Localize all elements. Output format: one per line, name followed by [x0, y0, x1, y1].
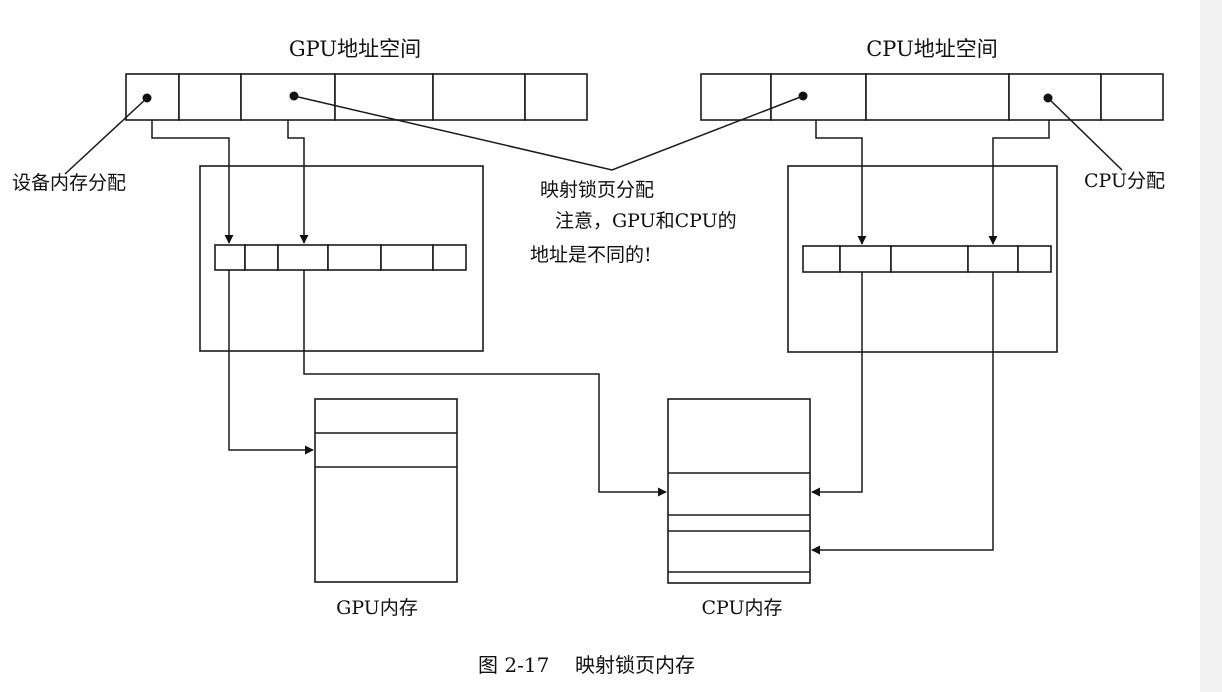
gpu-table-to-cpu-memory-arrow — [303, 270, 667, 497]
figure-title: 映射锁页内存 — [575, 653, 695, 677]
device-alloc-pointer-line — [64, 97, 148, 175]
device-alloc-label: 设备内存分配 — [12, 172, 126, 194]
page-edge — [1200, 0, 1222, 692]
figure-number: 图 2-17 — [478, 653, 549, 677]
cpu-address-to-table-arrow — [988, 120, 1050, 245]
gpu-page-table-row — [214, 244, 467, 271]
cpu-address-cell — [1100, 73, 1164, 121]
note-line-1: 注意，GPU和CPU的 — [555, 210, 737, 232]
cpu-page-table-cell — [802, 245, 841, 273]
gpu-page-table-cell — [380, 244, 434, 271]
cpu-address-space-title: CPU地址空间 — [866, 37, 998, 61]
gpu-address-cell — [432, 73, 526, 121]
cpu-address-space-bar — [700, 73, 1164, 121]
gpu-address-space-title: GPU地址空间 — [289, 37, 421, 61]
gpu-address-space-bar — [125, 73, 588, 121]
cpu-page-table-cell — [839, 245, 892, 273]
gpu-page-table-cell — [244, 244, 279, 271]
cpu-table-to-cpu-memory-arrow — [811, 272, 863, 497]
cpu-address-cell — [1008, 73, 1102, 121]
gpu-page-table-cell — [327, 244, 382, 271]
cpu-page-table-cell — [890, 245, 969, 273]
gpu-address-cell — [240, 73, 336, 121]
gpu-page-table-cell — [214, 244, 246, 271]
gpu-address-cell — [524, 73, 588, 121]
cpu-address-cell — [770, 73, 867, 121]
cpu-memory-frame — [667, 398, 811, 584]
cpu-memory-block — [667, 398, 811, 584]
gpu-address-to-table-arrow — [151, 120, 234, 244]
gpu-address-cell — [334, 73, 434, 121]
cpu-address-to-table-arrow — [815, 120, 867, 245]
cpu-alloc-label: CPU分配 — [1084, 170, 1165, 192]
note-line-2: 地址是不同的! — [530, 244, 652, 266]
gpu-memory-label: GPU内存 — [336, 597, 418, 619]
cpu-page-table-cell — [967, 245, 1019, 273]
gpu-address-cell — [125, 73, 180, 121]
gpu-page-table-cell — [432, 244, 467, 271]
mapped-pinned-label: 映射锁页分配 — [540, 179, 654, 201]
cpu-alloc-pointer-line — [1047, 97, 1123, 171]
cpu-page-table-cell — [1017, 245, 1052, 273]
cpu-memory-label: CPU内存 — [701, 597, 782, 619]
gpu-address-cell — [178, 73, 242, 121]
gpu-page-table-cell — [277, 244, 329, 271]
cpu-table-to-cpu-memory-arrow — [811, 272, 994, 555]
gpu-memory-frame — [314, 398, 458, 583]
gpu-address-to-table-arrow — [287, 120, 309, 244]
mapped-pinned-pointer-line — [293, 95, 804, 171]
cpu-page-table-row — [802, 245, 1052, 273]
gpu-table-to-gpu-memory-arrow — [228, 270, 314, 455]
gpu-memory-block — [314, 398, 458, 583]
cpu-address-cell — [865, 73, 1010, 121]
cpu-address-cell — [700, 73, 772, 121]
